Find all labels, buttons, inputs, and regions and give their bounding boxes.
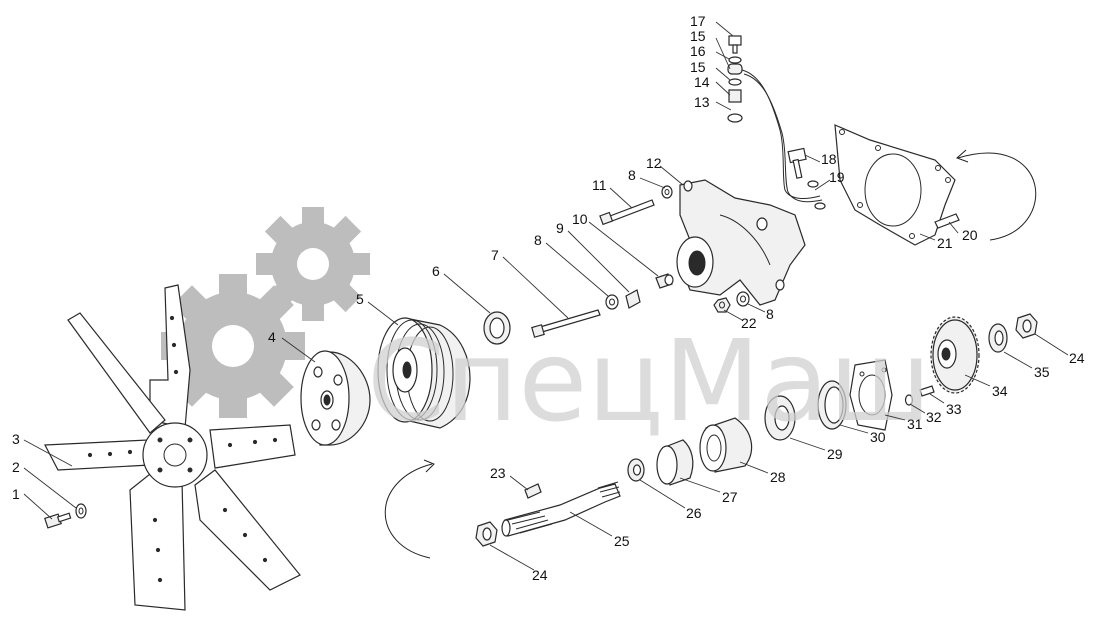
callout-8-right: 8: [766, 306, 774, 322]
bearing-29: [764, 395, 796, 441]
callout-19: 19: [829, 169, 845, 185]
callout-3: 3: [12, 431, 20, 447]
watermark-gear-small: [256, 207, 370, 321]
washer-35: [988, 323, 1008, 353]
callout-31: 31: [907, 416, 923, 432]
callout-33: 33: [946, 401, 962, 417]
pulley: [377, 317, 471, 429]
callout-1: 1: [12, 486, 20, 502]
callout-10: 10: [572, 211, 588, 227]
callout-5: 5: [356, 291, 364, 307]
washer-housing: [736, 291, 750, 307]
assembly-arrow-right: [956, 149, 1037, 241]
callout-30: 30: [870, 429, 886, 445]
callout-32: 32: [926, 409, 942, 425]
callout-17: 17: [690, 13, 706, 29]
washer-lower-left: [605, 294, 619, 310]
callout-15-lower: 15: [690, 59, 706, 75]
callout-4: 4: [268, 329, 276, 345]
callout-28: 28: [770, 469, 786, 485]
callout-9: 9: [556, 220, 564, 236]
callout-24-right: 24: [1069, 350, 1085, 366]
nut-housing: [713, 297, 731, 313]
spacer-26: [627, 458, 645, 482]
callout-27: 27: [722, 489, 738, 505]
callout-8-left: 8: [534, 232, 542, 248]
oil-line-fittings: [727, 35, 743, 123]
callout-12: 12: [646, 155, 662, 171]
fan-hub: [300, 350, 371, 446]
callout-13: 13: [694, 94, 710, 110]
callout-25: 25: [614, 533, 630, 549]
nut-shaft-left: [475, 521, 498, 547]
bolt-upper: [599, 199, 655, 226]
bushing: [655, 273, 674, 289]
callout-22: 22: [741, 315, 757, 331]
callout-29: 29: [827, 446, 843, 462]
callout-15-upper: 15: [690, 28, 706, 44]
watermark-text: СпецМаш: [367, 317, 931, 447]
fan-washer: [75, 503, 87, 519]
washer-upper: [661, 185, 673, 199]
oil-pipe: [741, 69, 823, 203]
callout-6: 6: [432, 263, 440, 279]
ring-30: [817, 380, 847, 430]
key-23: [524, 483, 542, 499]
callout-numbers: 1 2 3 4 5 6 7 8 8 8 9 10 11 12 13 14 15 …: [12, 13, 1085, 583]
callout-2: 2: [12, 459, 20, 475]
assembly-arrow-left: [384, 459, 435, 559]
gear-34: [930, 316, 980, 394]
callout-18: 18: [821, 151, 837, 167]
oil-seal: [483, 311, 511, 345]
callout-11: 11: [592, 177, 607, 193]
washer-19: [807, 180, 826, 210]
sleeve-27: [656, 439, 694, 486]
nut-shaft-right: [1015, 313, 1038, 339]
cover-plate-31: [849, 359, 893, 431]
long-bolt: [531, 309, 601, 338]
callout-24-left: 24: [532, 567, 548, 583]
callout-35: 35: [1034, 364, 1050, 380]
bearing-28: [699, 417, 753, 473]
callout-14: 14: [694, 74, 710, 90]
dowel-pin: [934, 213, 960, 229]
leader-lines: [23, 21, 1069, 571]
gasket: [834, 124, 956, 246]
callout-26: 26: [686, 505, 702, 521]
callout-7: 7: [491, 247, 499, 263]
callout-16: 16: [690, 43, 706, 59]
watermark-gear-large: [161, 274, 305, 418]
callout-21: 21: [937, 235, 953, 251]
shaft: [501, 481, 621, 537]
banjo-bolt-18: [787, 147, 807, 179]
callout-23: 23: [490, 465, 506, 481]
bolt-33: [919, 385, 935, 397]
fan-blade-assembly: [44, 284, 301, 611]
washer-32: [904, 394, 914, 406]
pump-housing: [676, 179, 806, 306]
callout-34: 34: [992, 383, 1008, 399]
callout-20: 20: [962, 227, 978, 243]
callout-8-upper: 8: [628, 167, 636, 183]
lock-plate: [625, 289, 641, 309]
fan-bolt: [44, 512, 72, 529]
